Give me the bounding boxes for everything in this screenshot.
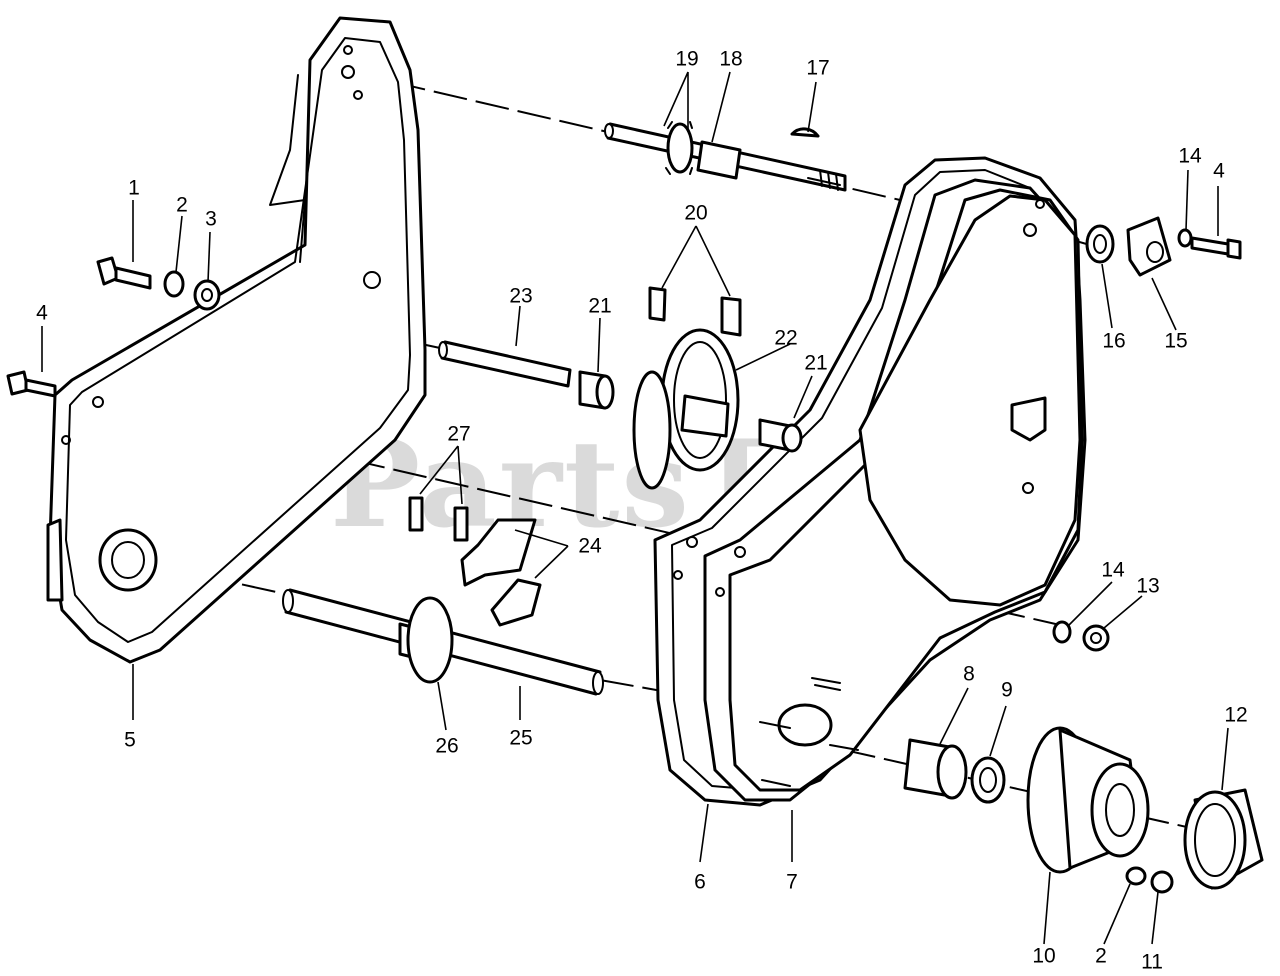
callout-14: 14 (1178, 144, 1202, 168)
right-fasteners (1052, 216, 1242, 652)
callout-27: 27 (447, 422, 471, 446)
callout-2: 2 (1095, 944, 1107, 968)
callout-12: 12 (1224, 703, 1248, 727)
callout-24: 24 (578, 534, 602, 558)
callout-1: 1 (128, 176, 140, 200)
callout-9: 9 (1001, 678, 1013, 702)
callout-16: 16 (1102, 329, 1126, 353)
callout-8: 8 (963, 662, 975, 686)
callout-19: 19 (675, 47, 699, 71)
middle-shaft-assembly (438, 328, 803, 490)
callout-17: 17 (806, 56, 830, 80)
callout-5: 5 (124, 728, 136, 752)
callout-4: 4 (36, 301, 48, 325)
leader-lines (41, 71, 1229, 945)
callout-15: 15 (1164, 329, 1188, 353)
callout-21: 21 (588, 294, 612, 318)
callout-21: 21 (804, 351, 828, 375)
callout-6: 6 (694, 870, 706, 894)
callout-20: 20 (684, 201, 708, 225)
left-side-plate (46, 16, 427, 664)
upper-shaft-assembly (604, 121, 847, 192)
chain-links (460, 286, 742, 627)
callout-26: 26 (435, 734, 459, 758)
callout-18: 18 (719, 47, 743, 71)
callout-22: 22 (774, 326, 798, 350)
callout-23: 23 (509, 284, 533, 308)
callout-10: 10 (1032, 944, 1056, 968)
lower-shaft-assembly (282, 496, 604, 696)
callout-25: 25 (509, 726, 533, 750)
callout-3: 3 (205, 207, 217, 231)
hub-assembly (903, 726, 1264, 894)
chain-case-inner (673, 178, 1084, 802)
callout-7: 7 (786, 870, 798, 894)
callout-13: 13 (1136, 574, 1160, 598)
callout-11: 11 (1141, 950, 1163, 974)
callout-2: 2 (176, 193, 188, 217)
left-fasteners (6, 256, 221, 398)
callout-4: 4 (1213, 159, 1225, 183)
callout-14: 14 (1101, 558, 1125, 582)
